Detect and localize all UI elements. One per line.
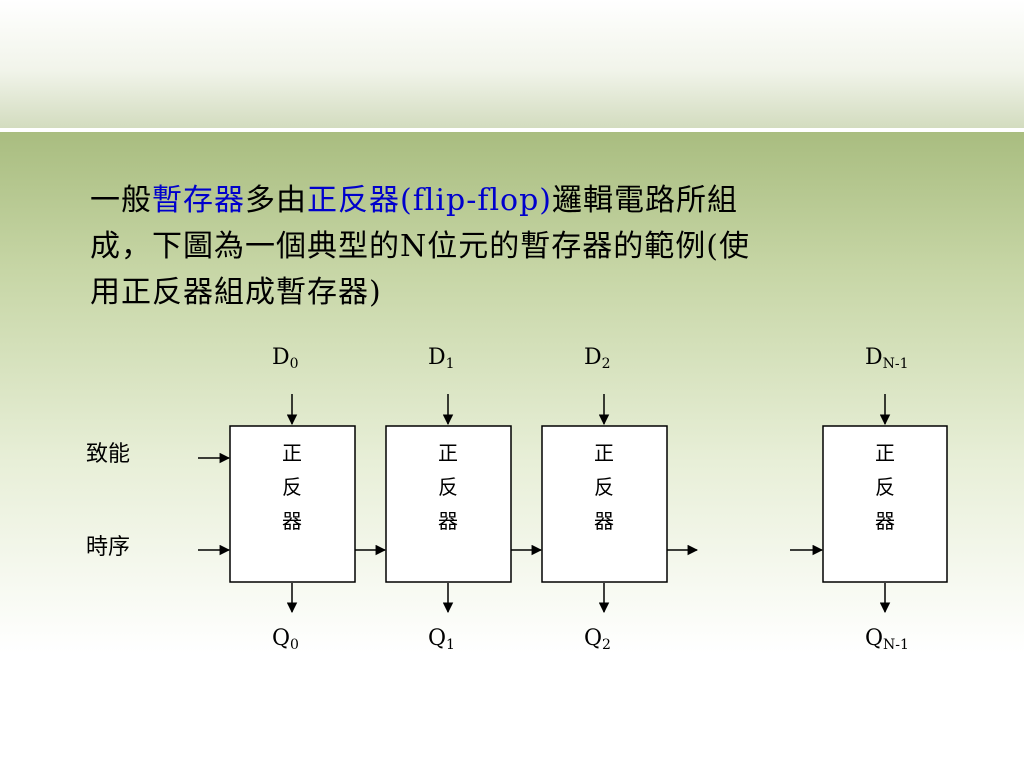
d-label: D2 [584,345,611,372]
text-segment: 邏輯電路所組 [552,183,739,218]
slide-divider [0,128,1024,132]
q-label: Q0 [272,626,299,653]
block-char: 反 [875,475,895,499]
keyword-flip-flop: 正反器(flip-flop) [307,183,553,218]
flip-flop-box [822,425,948,583]
text-segment: 一般 [90,183,152,218]
block-char: 正 [875,441,895,465]
block-char: 反 [438,475,458,499]
clock-label: 時序 [86,535,130,560]
block-char: 反 [594,475,614,499]
flip-flop-block-2: 正 反 器 D2 Q2 [541,345,668,653]
q-label: Q1 [428,626,455,653]
paragraph-line-1: 一般暫存器多由正反器(flip-flop)邏輯電路所組 [90,178,970,224]
d-label: DN-1 [865,345,909,372]
flip-flop-box [541,425,668,583]
paragraph-line-2: 成，下圖為一個典型的N位元的暫存器的範例(使 [90,229,750,264]
block-char: 器 [282,509,302,533]
flip-flop-block-1: 正 反 器 D1 Q1 [385,345,512,653]
d-label: D1 [428,345,455,372]
d-label: D0 [272,345,299,372]
text-segment: 多由 [245,183,307,218]
q-label: Q2 [584,626,611,653]
block-char: 器 [594,509,614,533]
slide-paragraph: 一般暫存器多由正反器(flip-flop)邏輯電路所組 成，下圖為一個典型的N位… [90,178,970,316]
keyword-register: 暫存器 [152,183,245,218]
slide-header-band [0,0,1024,128]
block-char: 反 [282,475,302,499]
block-char: 器 [875,509,895,533]
flip-flop-box [385,425,512,583]
flip-flop-block-0: 正 反 器 D0 Q0 [229,345,356,653]
block-char: 正 [438,441,458,465]
flip-flop-box [229,425,356,583]
block-char: 器 [438,509,458,533]
paragraph-line-3: 用正反器組成暫存器) [90,275,382,310]
enable-label: 致能 [86,442,130,467]
q-label: QN-1 [865,626,909,653]
block-char: 正 [282,441,302,465]
block-char: 正 [594,441,614,465]
flip-flop-block-n-1: 正 反 器 DN-1 QN-1 [822,345,948,653]
